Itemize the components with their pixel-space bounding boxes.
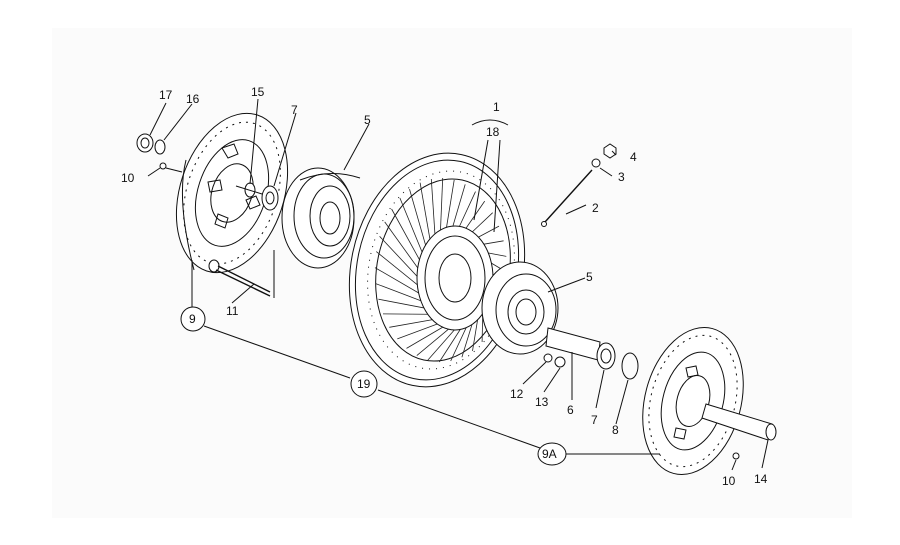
axle-bolt bbox=[208, 250, 275, 298]
label-14: 14 bbox=[754, 472, 768, 486]
label-7b: 7 bbox=[591, 413, 598, 427]
part-numbers: 17 16 15 7 10 5 1 18 4 3 2 5 11 9 19 12 … bbox=[121, 85, 768, 488]
leader-lines bbox=[147, 98, 769, 471]
label-11: 11 bbox=[226, 304, 239, 318]
left-brake-disc bbox=[175, 112, 289, 274]
label-17: 17 bbox=[159, 88, 173, 102]
left-bearing bbox=[235, 182, 279, 211]
label-8: 8 bbox=[612, 423, 619, 437]
label-6: 6 bbox=[567, 403, 574, 417]
spoked-wheel bbox=[348, 152, 526, 388]
label-16: 16 bbox=[186, 92, 200, 106]
label-10b: 10 bbox=[722, 474, 736, 488]
right-brake-disc bbox=[642, 326, 744, 476]
label-12: 12 bbox=[510, 387, 524, 401]
circled-callouts bbox=[180, 306, 567, 466]
right-hub-cover bbox=[481, 261, 559, 355]
spacer-bearing-circlip bbox=[543, 327, 639, 380]
label-7a: 7 bbox=[291, 103, 298, 117]
label-5b: 5 bbox=[586, 270, 593, 284]
label-4: 4 bbox=[630, 150, 637, 164]
label-13: 13 bbox=[535, 395, 549, 409]
label-5a: 5 bbox=[364, 113, 371, 127]
label-15: 15 bbox=[251, 85, 265, 99]
label-9a: 9A bbox=[542, 447, 557, 461]
left-hub-cover bbox=[281, 167, 361, 269]
label-19: 19 bbox=[357, 377, 371, 391]
left-nut-washer bbox=[136, 133, 183, 173]
label-10a: 10 bbox=[121, 171, 135, 185]
label-3: 3 bbox=[618, 170, 625, 184]
spindle-and-nuts bbox=[541, 143, 617, 227]
label-2: 2 bbox=[592, 201, 599, 215]
label-1: 1 bbox=[493, 100, 500, 114]
label-18: 18 bbox=[486, 125, 500, 139]
label-9: 9 bbox=[189, 312, 196, 326]
